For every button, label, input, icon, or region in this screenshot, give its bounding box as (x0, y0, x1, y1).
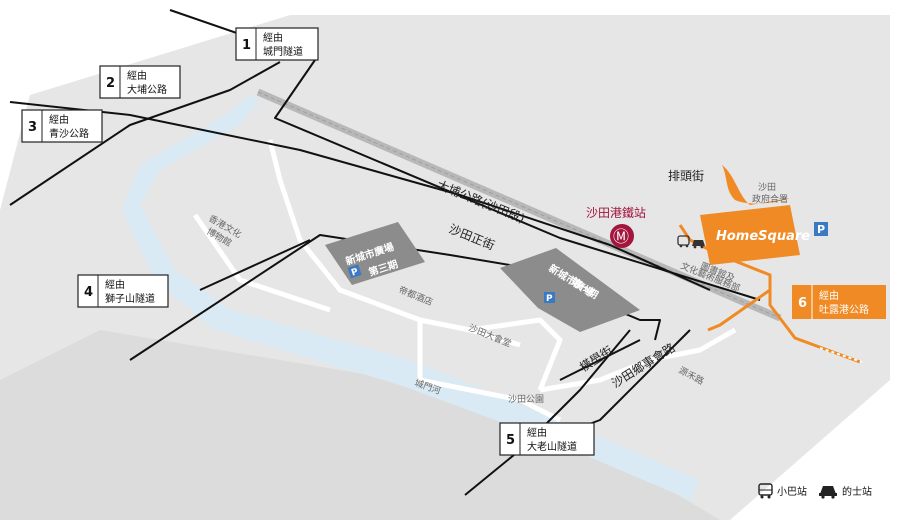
parking-icon-phase3 (347, 264, 362, 279)
homesquare-label: HomeSquare (716, 229, 810, 244)
legend: 小巴站 的士站 (758, 483, 872, 499)
route-6-line-b (707, 288, 771, 332)
route-6-number: 6 (798, 296, 807, 311)
route-6-dashed (819, 347, 863, 363)
new-town-plaza-phase1 (500, 248, 640, 332)
route-box-6: 6 經由 吐露港公路 (792, 285, 886, 319)
route-5-line2: 大老山隧道 (527, 440, 577, 453)
shing-mun-river (122, 95, 700, 500)
parking-icon-homesquare-text: P (817, 223, 825, 236)
route-6-line (678, 224, 861, 364)
homesquare-building (700, 205, 800, 265)
route-box-3: 3 經由 青沙公路 (21, 109, 103, 143)
route-6-line2: 吐露港公路 (819, 303, 869, 316)
route-5-line1: 經由 (527, 426, 547, 439)
route-2-number: 2 (106, 76, 115, 91)
govt-offices-label-2: 政府合署 (752, 193, 788, 205)
route-3-line2: 青沙公路 (49, 127, 89, 140)
route-1-number: 1 (242, 38, 251, 53)
route-2-line2: 大埔公路 (127, 83, 167, 96)
route-4-line1: 經由 (105, 278, 125, 291)
park-label: 沙田公園 (508, 394, 544, 405)
route-4-number: 4 (84, 285, 93, 300)
route-1-line2: 城門隧道 (263, 45, 303, 58)
parking-icon-homesquare (814, 222, 828, 236)
parking-icon-phase1 (544, 292, 555, 303)
route-box-4: 4 經由 獅子山隧道 (77, 274, 169, 308)
minibus-stop-icon (677, 235, 690, 248)
minor-roads (192, 139, 737, 423)
mtr-station-icon (610, 224, 634, 248)
route-2-line1: 經由 (127, 69, 147, 82)
govt-offices-shape (722, 165, 790, 205)
route-box-1: 1 經由 城門隧道 (235, 27, 319, 61)
parking-icon-phase1-text: P (546, 294, 553, 304)
route-1-line1: 經由 (263, 31, 283, 44)
route-4-line2: 獅子山隧道 (105, 292, 155, 305)
legend-minibus-label: 小巴站 (777, 485, 807, 498)
route-box-5: 5 經由 大老山隧道 (499, 422, 595, 456)
pai-tau-st-label: 排頭街 (668, 169, 704, 183)
route-5-number: 5 (506, 433, 515, 448)
route-6-line1: 經由 (819, 289, 839, 302)
railway-track-inner (257, 91, 781, 319)
mtr-logo: Ⓜ (613, 227, 629, 246)
route-3-number: 3 (28, 120, 37, 135)
route-3-line1: 經由 (49, 113, 69, 126)
parking-icon-phase3-text: P (350, 267, 360, 279)
ground-lower (0, 330, 720, 520)
legend-taxi-icon (819, 486, 837, 499)
govt-offices-label-1: 沙田 (758, 182, 776, 193)
legend-taxi-label: 的士站 (842, 485, 872, 498)
mtr-station-label: 沙田港鐵站 (586, 205, 646, 220)
route-box-2: 2 經由 大埔公路 (99, 65, 181, 99)
taxi-stand-icon (692, 240, 705, 249)
legend-minibus-icon (758, 483, 773, 499)
route-lines (9, 9, 761, 496)
